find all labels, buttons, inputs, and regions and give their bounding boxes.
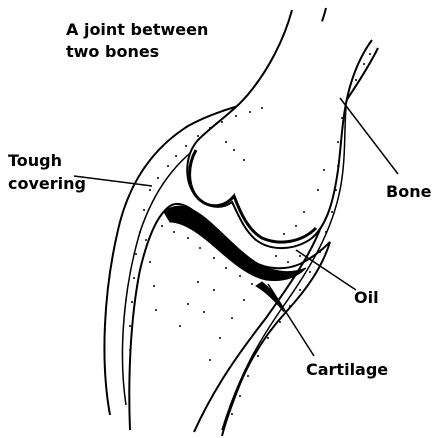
- leader-oil: [296, 250, 356, 290]
- leader-bone: [340, 98, 398, 174]
- label-oil: Oil: [354, 288, 379, 308]
- diagram-title-line-1: A joint between: [66, 20, 208, 40]
- label-tough-covering-line-1: Tough: [8, 151, 62, 171]
- diagram-title-line-2: two bones: [66, 42, 159, 62]
- label-tough-covering-line-2: covering: [8, 174, 86, 194]
- label-cartilage: Cartilage: [306, 360, 388, 380]
- label-bone: Bone: [386, 182, 431, 202]
